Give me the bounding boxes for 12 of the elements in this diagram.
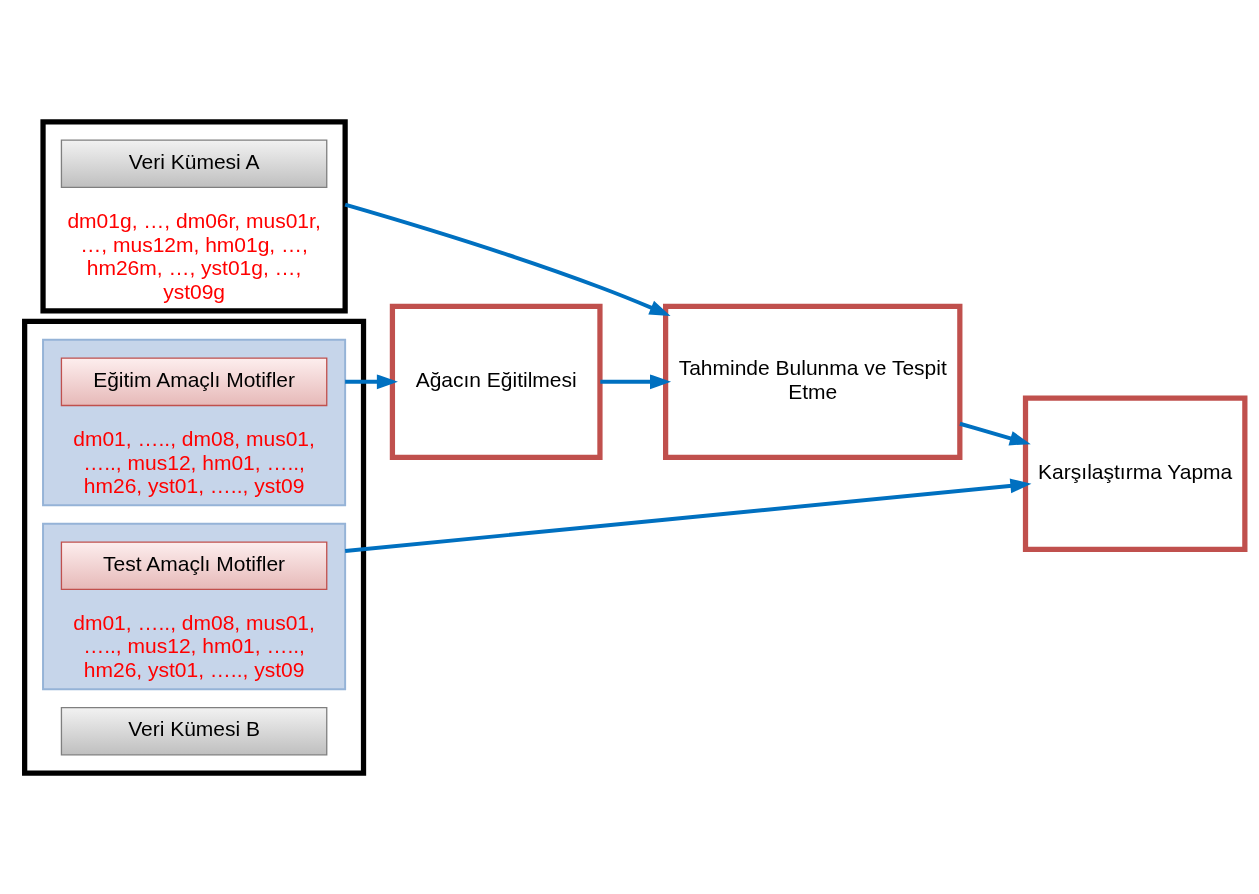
node-box: Veri Kümesi A (60, 139, 328, 188)
arrow (600, 373, 672, 389)
arrow (959, 421, 1031, 445)
cluster (22, 318, 367, 776)
node-box: Eğitim Amaçlı Motifler (60, 357, 328, 406)
node-box: Test Amaçlı Motifler (60, 540, 328, 590)
node-box: Karşılaştırma Yapma (1022, 395, 1248, 552)
node-box: Veri Kümesi B (60, 706, 328, 755)
arrow (344, 202, 671, 316)
node-box: Tahminde Bulunma ve Tespit Etme (663, 303, 963, 460)
node-box: Ağacın Eğitilmesi (389, 303, 603, 460)
arrow (345, 373, 398, 389)
